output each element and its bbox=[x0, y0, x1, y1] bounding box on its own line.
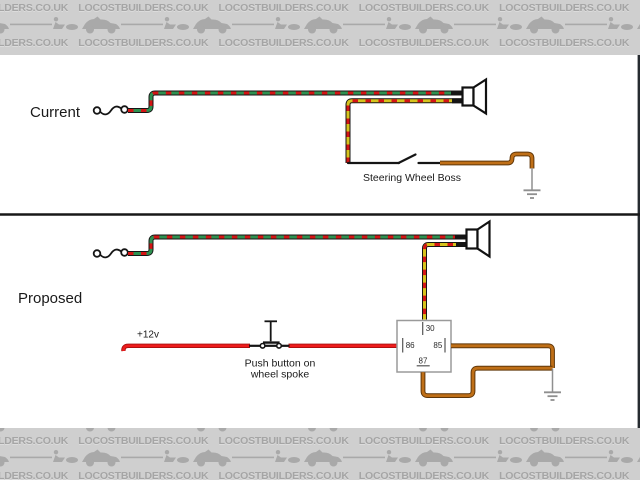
watermark-text-row: LOCOSTBUILDERS.CO.UK LOCOSTBUILDERS.CO.U… bbox=[0, 2, 640, 14]
car-watermark-icon bbox=[303, 15, 414, 35]
relay-pin-87-label: 87 bbox=[419, 357, 428, 366]
car-watermark-icon bbox=[192, 448, 303, 468]
car-watermark-icon bbox=[414, 15, 525, 35]
watermark-text-row: LOCOSTBUILDERS.CO.UK LOCOSTBUILDERS.CO.U… bbox=[0, 435, 640, 447]
supply-12v-wire-red bbox=[121, 343, 397, 352]
car-watermark-icon bbox=[303, 448, 414, 468]
car-watermark-icon bbox=[636, 448, 640, 468]
push-button-label-line2: wheel spoke bbox=[250, 369, 310, 381]
proposed-horn-wire-yellow-red bbox=[422, 242, 466, 320]
watermark-car-row bbox=[0, 448, 640, 470]
watermark-banner-top: LOCOSTBUILDERS.CO.UK LOCOSTBUILDERS.CO.U… bbox=[0, 0, 640, 55]
car-watermark-icon bbox=[525, 428, 636, 433]
car-watermark-icon bbox=[525, 15, 636, 35]
car-watermark-icon bbox=[81, 15, 192, 35]
car-watermark-icon bbox=[81, 428, 192, 433]
proposed-supply-wire-green-red bbox=[128, 234, 466, 256]
horn-contact-icon bbox=[92, 248, 129, 259]
current-supply-wire-green-red bbox=[128, 90, 462, 113]
boss-switch-icon bbox=[346, 153, 442, 165]
car-watermark-icon bbox=[0, 15, 81, 35]
relay-ground-wires-brown bbox=[420, 343, 555, 398]
push-button-label-line1: Push button on bbox=[245, 358, 316, 370]
car-watermark-icon bbox=[0, 428, 81, 433]
boss-switch-label: Steering Wheel Boss bbox=[363, 172, 461, 184]
car-watermark-icon bbox=[303, 428, 414, 433]
horn-icon bbox=[461, 77, 488, 116]
relay-pin-30-label: 30 bbox=[426, 324, 435, 333]
supply-12v-label: +12v bbox=[137, 330, 159, 341]
car-watermark-icon bbox=[636, 428, 640, 433]
watermark-banner-bottom: LOCOSTBUILDERS.CO.UK LOCOSTBUILDERS.CO.U… bbox=[0, 428, 640, 480]
watermark-car-row bbox=[0, 428, 640, 435]
car-watermark-icon bbox=[414, 448, 525, 468]
current-diagram: Current bbox=[30, 77, 541, 199]
push-button-icon bbox=[249, 320, 290, 349]
wiring-diagram: Current bbox=[0, 55, 640, 428]
horn-contact-icon bbox=[92, 105, 129, 116]
car-watermark-icon bbox=[192, 15, 303, 35]
relay-pin-85-label: 85 bbox=[433, 341, 442, 350]
horn-icon bbox=[465, 219, 491, 259]
watermark-text-row: LOCOSTBUILDERS.CO.UK LOCOSTBUILDERS.CO.U… bbox=[0, 37, 640, 49]
car-watermark-icon bbox=[636, 15, 640, 35]
car-watermark-icon bbox=[81, 448, 192, 468]
car-watermark-icon bbox=[414, 428, 525, 433]
watermark-text-row: LOCOSTBUILDERS.CO.UK LOCOSTBUILDERS.CO.U… bbox=[0, 470, 640, 480]
current-ground-wire-brown bbox=[440, 151, 535, 169]
relay-box: 30 86 85 87 bbox=[396, 319, 452, 373]
car-watermark-icon bbox=[525, 448, 636, 468]
proposed-section-title: Proposed bbox=[18, 290, 82, 307]
proposed-diagram: Proposed bbox=[18, 219, 561, 401]
watermark-car-row bbox=[0, 15, 640, 37]
relay-pin-86-label: 86 bbox=[406, 341, 415, 350]
car-watermark-icon bbox=[192, 428, 303, 433]
ground-icon bbox=[523, 168, 541, 199]
current-return-wire-yellow-red bbox=[345, 98, 462, 163]
ground-icon bbox=[544, 368, 561, 401]
car-watermark-icon bbox=[0, 448, 81, 468]
current-section-title: Current bbox=[30, 104, 81, 121]
